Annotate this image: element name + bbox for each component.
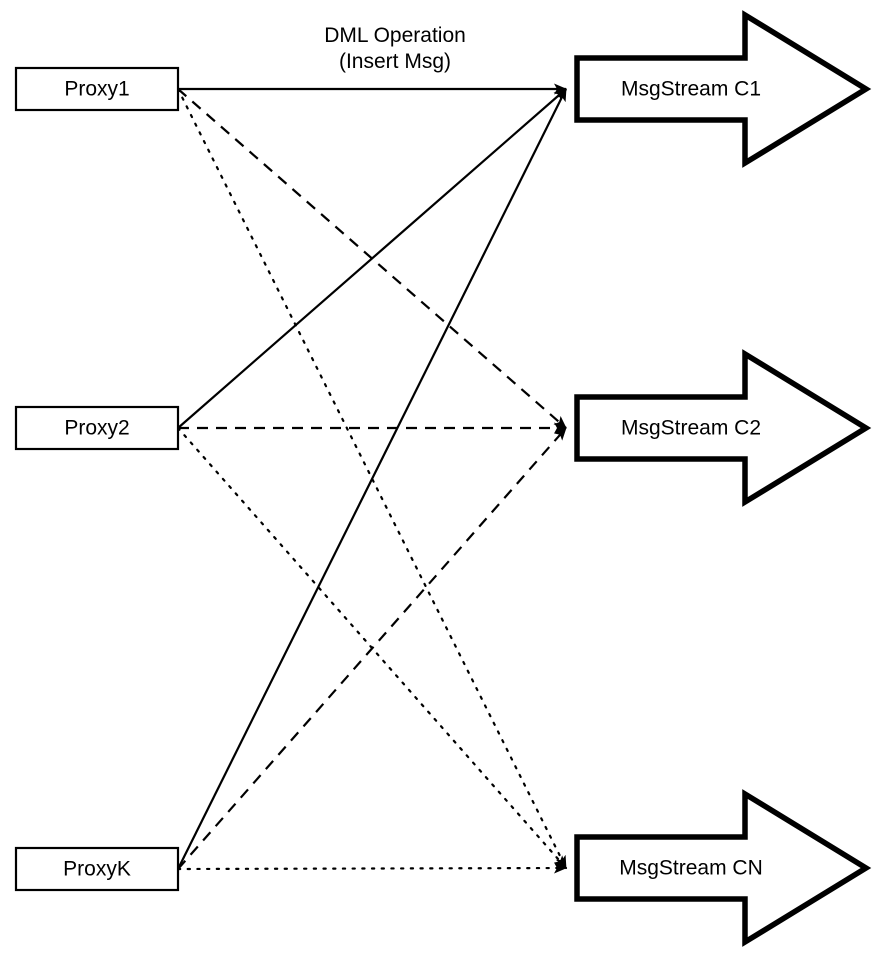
edge-proxyK-to-c2[interactable] bbox=[177, 427, 567, 870]
proxy-node-proxy1[interactable]: Proxy1 bbox=[14, 66, 180, 112]
msgstream-label-c2: MsgStream C2 bbox=[621, 417, 761, 440]
msgstream-label-cn: MsgStream CN bbox=[619, 857, 763, 880]
msgstream-nodes-layer: MsgStream C1 MsgStream C2 MsgStream CN bbox=[574, 10, 872, 947]
msgstream-node-c2[interactable]: MsgStream C2 bbox=[574, 349, 872, 507]
msgstream-node-c1[interactable]: MsgStream C1 bbox=[574, 10, 872, 168]
edge-proxy1-to-cn[interactable] bbox=[176, 87, 568, 870]
proxy-box-proxyK bbox=[14, 846, 180, 892]
proxy-node-proxyK[interactable]: ProxyK bbox=[14, 846, 180, 892]
proxy-box-proxy2 bbox=[14, 405, 180, 451]
msgstream-arrow-shape-c1 bbox=[574, 10, 872, 168]
msgstream-label-c1: MsgStream C1 bbox=[621, 78, 761, 101]
edge-caption-line-2: (Insert Msg) bbox=[339, 50, 451, 73]
edges-layer bbox=[176, 83, 568, 874]
proxy-label-proxy2: Proxy2 bbox=[64, 417, 129, 440]
msgstream-node-cn[interactable]: MsgStream CN bbox=[574, 789, 872, 947]
proxy-node-proxy2[interactable]: Proxy2 bbox=[14, 405, 180, 451]
msgstream-arrow-shape-c2 bbox=[574, 349, 872, 507]
proxy-label-proxyK: ProxyK bbox=[63, 858, 131, 881]
msgstream-arrow-shape-cn bbox=[574, 789, 872, 947]
edge-caption-line-1: DML Operation bbox=[324, 24, 466, 47]
edge-proxy2-to-c1[interactable] bbox=[177, 88, 567, 429]
proxy-label-proxy1: Proxy1 bbox=[64, 78, 129, 101]
edge-proxyK-to-cn[interactable] bbox=[176, 862, 568, 874]
edge-proxyK-to-c1[interactable] bbox=[177, 88, 567, 870]
edge-caption: DML Operation (Insert Msg) bbox=[324, 24, 466, 73]
proxy-box-proxy1 bbox=[14, 66, 180, 112]
